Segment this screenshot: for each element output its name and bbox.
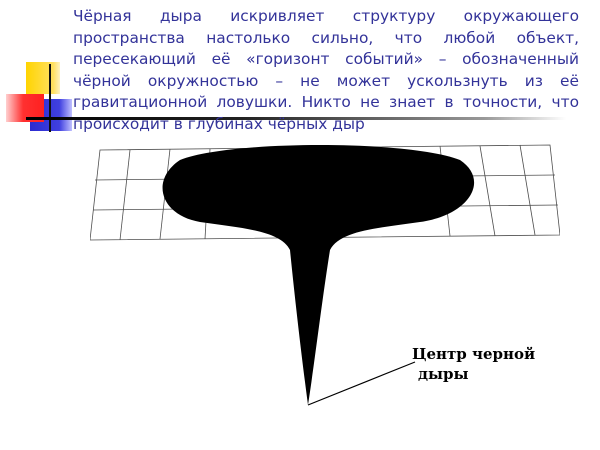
decor-vertical-line bbox=[49, 64, 51, 132]
event-horizon bbox=[190, 163, 450, 227]
caption-pointer-line bbox=[307, 361, 416, 406]
caption-line-1: Центр черной bbox=[412, 345, 536, 363]
black-hole-illustration bbox=[90, 144, 560, 406]
slide-body-text: Чёрная дыра искривляет структуру окружаю… bbox=[73, 7, 579, 133]
black-hole-center-caption: Центр черной дыры bbox=[412, 344, 562, 384]
decor-yellow-square bbox=[26, 62, 60, 94]
decor-horizontal-line bbox=[26, 117, 566, 120]
caption-line-2: дыры bbox=[418, 365, 469, 383]
